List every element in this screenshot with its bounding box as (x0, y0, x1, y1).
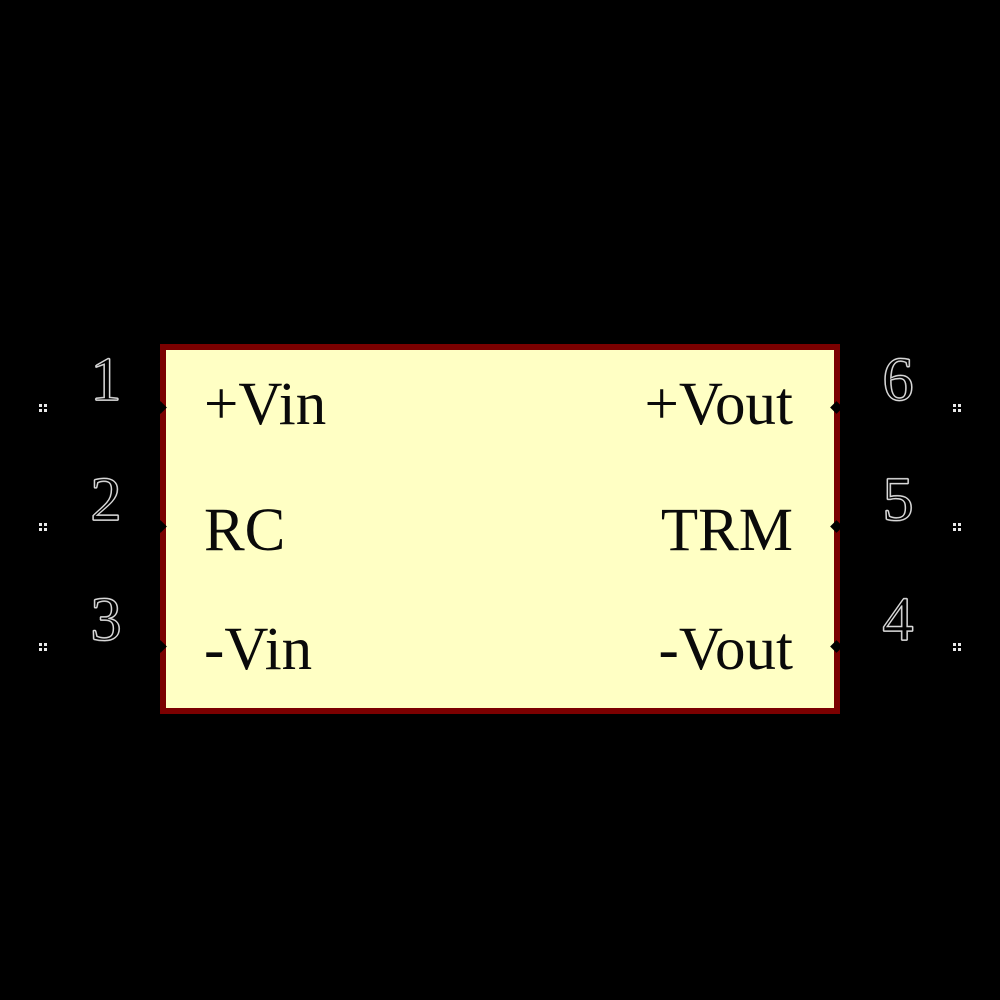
pin-2-net-marker[interactable] (39, 523, 42, 526)
pin-3-number: 3 (90, 585, 122, 654)
pin-1-number: 1 (90, 345, 122, 414)
pin-1-label: +Vin (204, 371, 327, 438)
pin-3-net-marker[interactable] (39, 643, 42, 646)
pin-3-label: -Vin (204, 616, 313, 683)
pin-6-number: 6 (882, 345, 914, 414)
pin-5-net-marker[interactable] (953, 523, 956, 526)
pin-6-label: +Vout (644, 371, 793, 438)
pin-4-net-marker[interactable] (953, 643, 956, 646)
pin-5-number: 5 (882, 465, 914, 534)
pin-4-label: -Vout (658, 616, 793, 683)
pin-5-label: TRM (660, 497, 793, 564)
pin-4-number: 4 (882, 585, 914, 654)
pin-6-net-marker[interactable] (953, 404, 956, 407)
component-body[interactable] (160, 344, 840, 714)
pin-2-number: 2 (90, 465, 122, 534)
pin-1-net-marker[interactable] (39, 404, 42, 407)
pin-2-label: RC (204, 497, 286, 564)
